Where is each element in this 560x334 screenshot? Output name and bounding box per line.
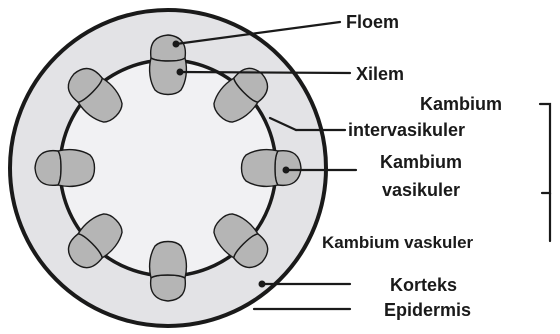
vascular-bundle-bottom: [150, 242, 187, 302]
floem-pointer-dot: [174, 42, 179, 47]
kambium-vaskuler-bracket: [540, 104, 550, 193]
floem-region: [35, 151, 61, 186]
xilem-region: [150, 242, 187, 279]
xilem-pointer: [180, 72, 350, 73]
label-xilem: Xilem: [356, 64, 404, 84]
floem-region: [151, 35, 186, 61]
xilem-pointer-dot: [178, 70, 183, 75]
label-kambium-vasikuler-line1: Kambium: [380, 152, 462, 172]
label-kambium-intervasikuler-line2: intervasikuler: [348, 120, 465, 140]
xilem-region: [58, 150, 95, 187]
label-epidermis: Epidermis: [384, 300, 471, 320]
floem-region: [151, 275, 186, 301]
label-kambium-vasikuler-line2: vasikuler: [382, 180, 460, 200]
xilem-region: [150, 58, 187, 95]
korteks-pointer-dot: [260, 282, 265, 287]
label-kambium-intervasikuler-line1: Kambium: [420, 94, 502, 114]
kambium-vasikuler-pointer-dot: [284, 168, 289, 173]
label-floem: Floem: [346, 12, 399, 32]
label-kambium-vaskuler: Kambium vaskuler: [322, 233, 474, 252]
xilem-region: [242, 150, 279, 187]
label-korteks: Korteks: [390, 275, 457, 295]
vascular-bundle-left: [35, 150, 95, 187]
vascular-bundle-right: [242, 150, 302, 187]
